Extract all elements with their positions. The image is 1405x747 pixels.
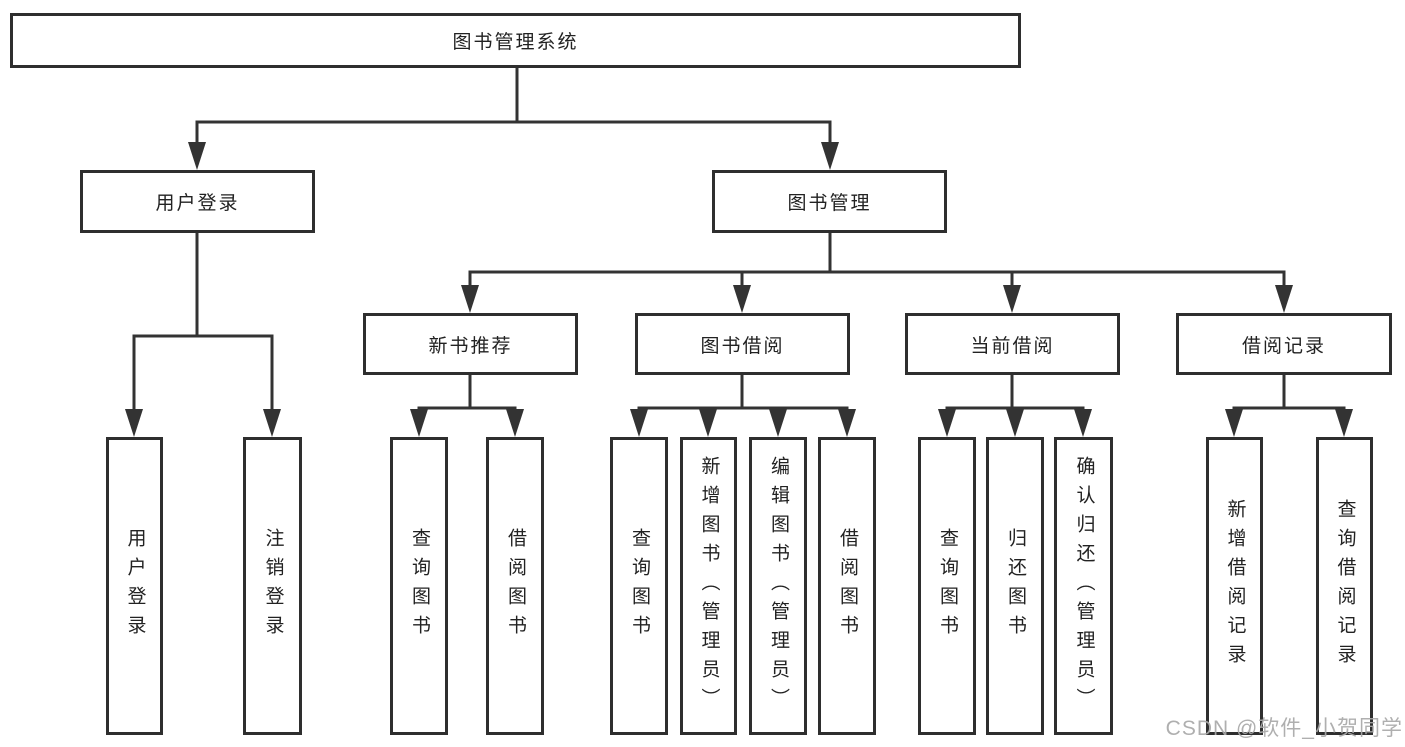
root-connector — [195, 66, 832, 152]
arrow-down-icon — [733, 285, 751, 313]
node-book-borrow: 图书借阅 — [635, 313, 850, 375]
leaf-query-books-current: 查询图书 — [918, 437, 976, 735]
node-borrow-records: 借阅记录 — [1176, 313, 1392, 375]
node-user-login-label: 用户登录 — [155, 193, 240, 214]
leaf-add-book-admin-label: 新增图书（管理员） — [698, 455, 720, 717]
book-borrow-connector — [637, 373, 849, 419]
node-current-borrow: 当前借阅 — [905, 313, 1120, 375]
leaf-query-books-newbooks-label: 查询图书 — [408, 528, 430, 644]
arrow-down-icon — [125, 409, 143, 437]
leaf-confirm-return-admin-label: 确认归还（管理员） — [1073, 455, 1095, 717]
leaf-query-books-newbooks: 查询图书 — [390, 437, 448, 735]
leaf-query-books-current-label: 查询图书 — [936, 528, 958, 644]
arrow-down-icon — [1335, 409, 1353, 437]
leaf-return-books-label: 归还图书 — [1004, 528, 1026, 644]
arrow-down-icon — [1003, 285, 1021, 313]
node-new-books-label: 新书推荐 — [428, 335, 513, 357]
arrow-down-icon — [1074, 409, 1092, 437]
leaf-borrow-books-newbooks-label: 借阅图书 — [504, 528, 526, 644]
node-book-management-label: 图书管理 — [787, 193, 872, 214]
leaf-user-login: 用户登录 — [106, 437, 163, 735]
leaf-edit-book-admin-label: 编辑图书（管理员） — [767, 455, 789, 717]
arrow-down-icon — [461, 285, 479, 313]
arrow-down-icon — [821, 142, 839, 170]
leaf-logout: 注销登录 — [243, 437, 302, 735]
node-borrow-records-label: 借阅记录 — [1241, 335, 1326, 357]
node-book-borrow-label: 图书借阅 — [700, 335, 785, 357]
node-book-management: 图书管理 — [712, 170, 947, 233]
leaf-borrow-books-newbooks: 借阅图书 — [486, 437, 544, 735]
arrow-down-icon — [1225, 409, 1243, 437]
arrow-down-icon — [506, 409, 524, 437]
node-root-label: 图书管理系统 — [452, 32, 579, 53]
leaf-user-login-label: 用户登录 — [124, 528, 146, 644]
arrow-down-icon — [769, 409, 787, 437]
arrow-down-icon — [263, 409, 281, 437]
node-user-login: 用户登录 — [80, 170, 315, 233]
book-management-connector — [468, 230, 1286, 295]
arrow-down-icon — [1275, 285, 1293, 313]
node-current-borrow-label: 当前借阅 — [970, 335, 1055, 357]
leaf-logout-label: 注销登录 — [262, 528, 284, 644]
leaf-add-book-admin: 新增图书（管理员） — [680, 437, 737, 735]
node-root: 图书管理系统 — [10, 13, 1021, 68]
arrow-down-icon — [410, 409, 428, 437]
leaf-return-books: 归还图书 — [986, 437, 1044, 735]
csdn-watermark: CSDN @软件_小贺同学 — [1165, 717, 1403, 740]
user-login-connector — [132, 231, 274, 419]
node-new-books: 新书推荐 — [363, 313, 578, 375]
arrow-down-icon — [838, 409, 856, 437]
arrow-down-icon — [188, 142, 206, 170]
current-borrow-connector — [945, 373, 1085, 419]
new-books-connector — [417, 373, 517, 419]
leaf-confirm-return-admin: 确认归还（管理员） — [1054, 437, 1113, 735]
arrow-down-icon — [630, 409, 648, 437]
leaf-edit-book-admin: 编辑图书（管理员） — [749, 437, 807, 735]
arrow-down-icon — [938, 409, 956, 437]
borrow-records-connector — [1232, 373, 1346, 419]
leaf-query-books-borrow-label: 查询图书 — [628, 528, 650, 644]
leaf-add-borrow-record: 新增借阅记录 — [1206, 437, 1263, 735]
leaf-query-borrow-record-label: 查询借阅记录 — [1334, 499, 1356, 673]
arrow-down-icon — [1006, 409, 1024, 437]
leaf-query-books-borrow: 查询图书 — [610, 437, 668, 735]
leaf-borrow-books-borrow: 借阅图书 — [818, 437, 876, 735]
arrow-down-icon — [699, 409, 717, 437]
leaf-borrow-books-borrow-label: 借阅图书 — [836, 528, 858, 644]
leaf-query-borrow-record: 查询借阅记录 — [1316, 437, 1373, 735]
leaf-add-borrow-record-label: 新增借阅记录 — [1224, 499, 1246, 673]
